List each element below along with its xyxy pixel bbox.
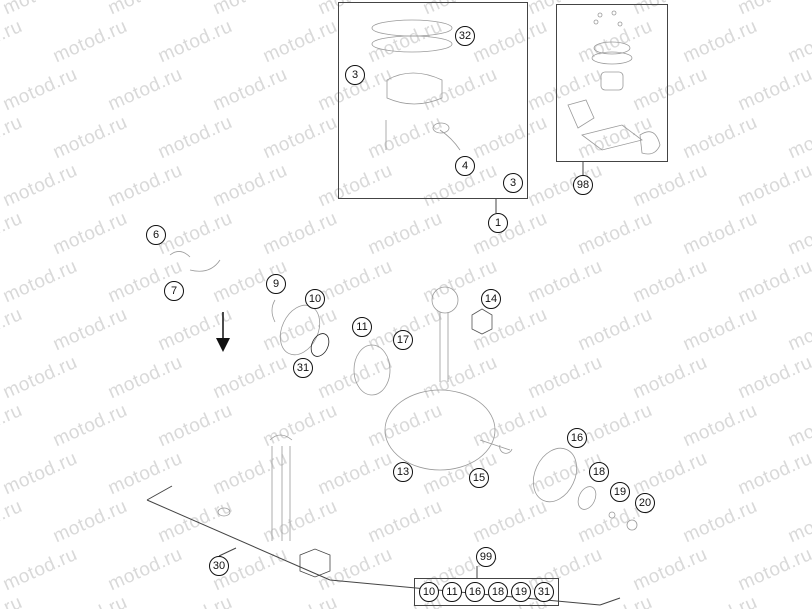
callout-13[interactable]: 13 xyxy=(393,462,413,482)
callout-18[interactable]: 18 xyxy=(589,462,609,482)
kit-item-callout[interactable]: 11 xyxy=(442,582,462,602)
callout-3[interactable]: 3 xyxy=(345,65,365,85)
callout-15[interactable]: 15 xyxy=(469,468,489,488)
down-arrow-icon xyxy=(216,312,230,352)
callout-7[interactable]: 7 xyxy=(164,281,184,301)
conrod-frame-30 xyxy=(146,485,621,606)
kit-item-callout[interactable]: 16 xyxy=(465,582,485,602)
bearing-14 xyxy=(471,308,493,335)
kit-item-callout[interactable]: 18 xyxy=(488,582,508,602)
piston-kit-frame-1 xyxy=(338,2,528,199)
callout-3[interactable]: 3 xyxy=(503,173,523,193)
callout-10[interactable]: 10 xyxy=(305,289,325,309)
gasket-kit-frame-98 xyxy=(556,4,668,162)
callout-99[interactable]: 99 xyxy=(476,547,496,567)
kit-99-contents: 10 11 16 18 19 31 xyxy=(414,578,559,606)
callout-4[interactable]: 4 xyxy=(455,156,475,176)
callout-9[interactable]: 9 xyxy=(266,274,286,294)
callout-19[interactable]: 19 xyxy=(610,482,630,502)
callout-16[interactable]: 16 xyxy=(567,428,587,448)
callout-14[interactable]: 14 xyxy=(481,289,501,309)
callout-17[interactable]: 17 xyxy=(393,330,413,350)
callout-31[interactable]: 31 xyxy=(293,358,313,378)
callout-98[interactable]: 98 xyxy=(573,175,593,195)
callout-30[interactable]: 30 xyxy=(209,556,229,576)
kit-item-callout[interactable]: 19 xyxy=(511,582,531,602)
callout-20[interactable]: 20 xyxy=(635,493,655,513)
piston xyxy=(386,72,443,105)
callout-32[interactable]: 32 xyxy=(455,26,475,46)
kit-item-callout[interactable]: 31 xyxy=(534,582,554,602)
callout-6[interactable]: 6 xyxy=(146,225,166,245)
callout-1[interactable]: 1 xyxy=(488,213,508,233)
callout-11[interactable]: 11 xyxy=(352,317,372,337)
kit-item-callout[interactable]: 10 xyxy=(419,582,439,602)
